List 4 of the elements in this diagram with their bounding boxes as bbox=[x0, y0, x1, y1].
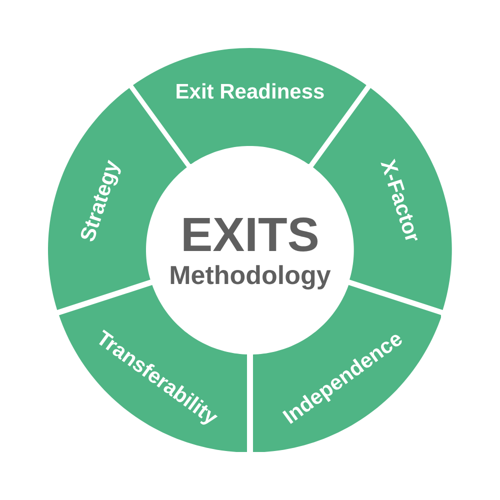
segment-label: Exit Readiness bbox=[175, 82, 325, 102]
ring-segment bbox=[133, 48, 367, 164]
center-title: EXITS bbox=[180, 211, 320, 262]
center-subtitle: Methodology bbox=[169, 262, 331, 289]
